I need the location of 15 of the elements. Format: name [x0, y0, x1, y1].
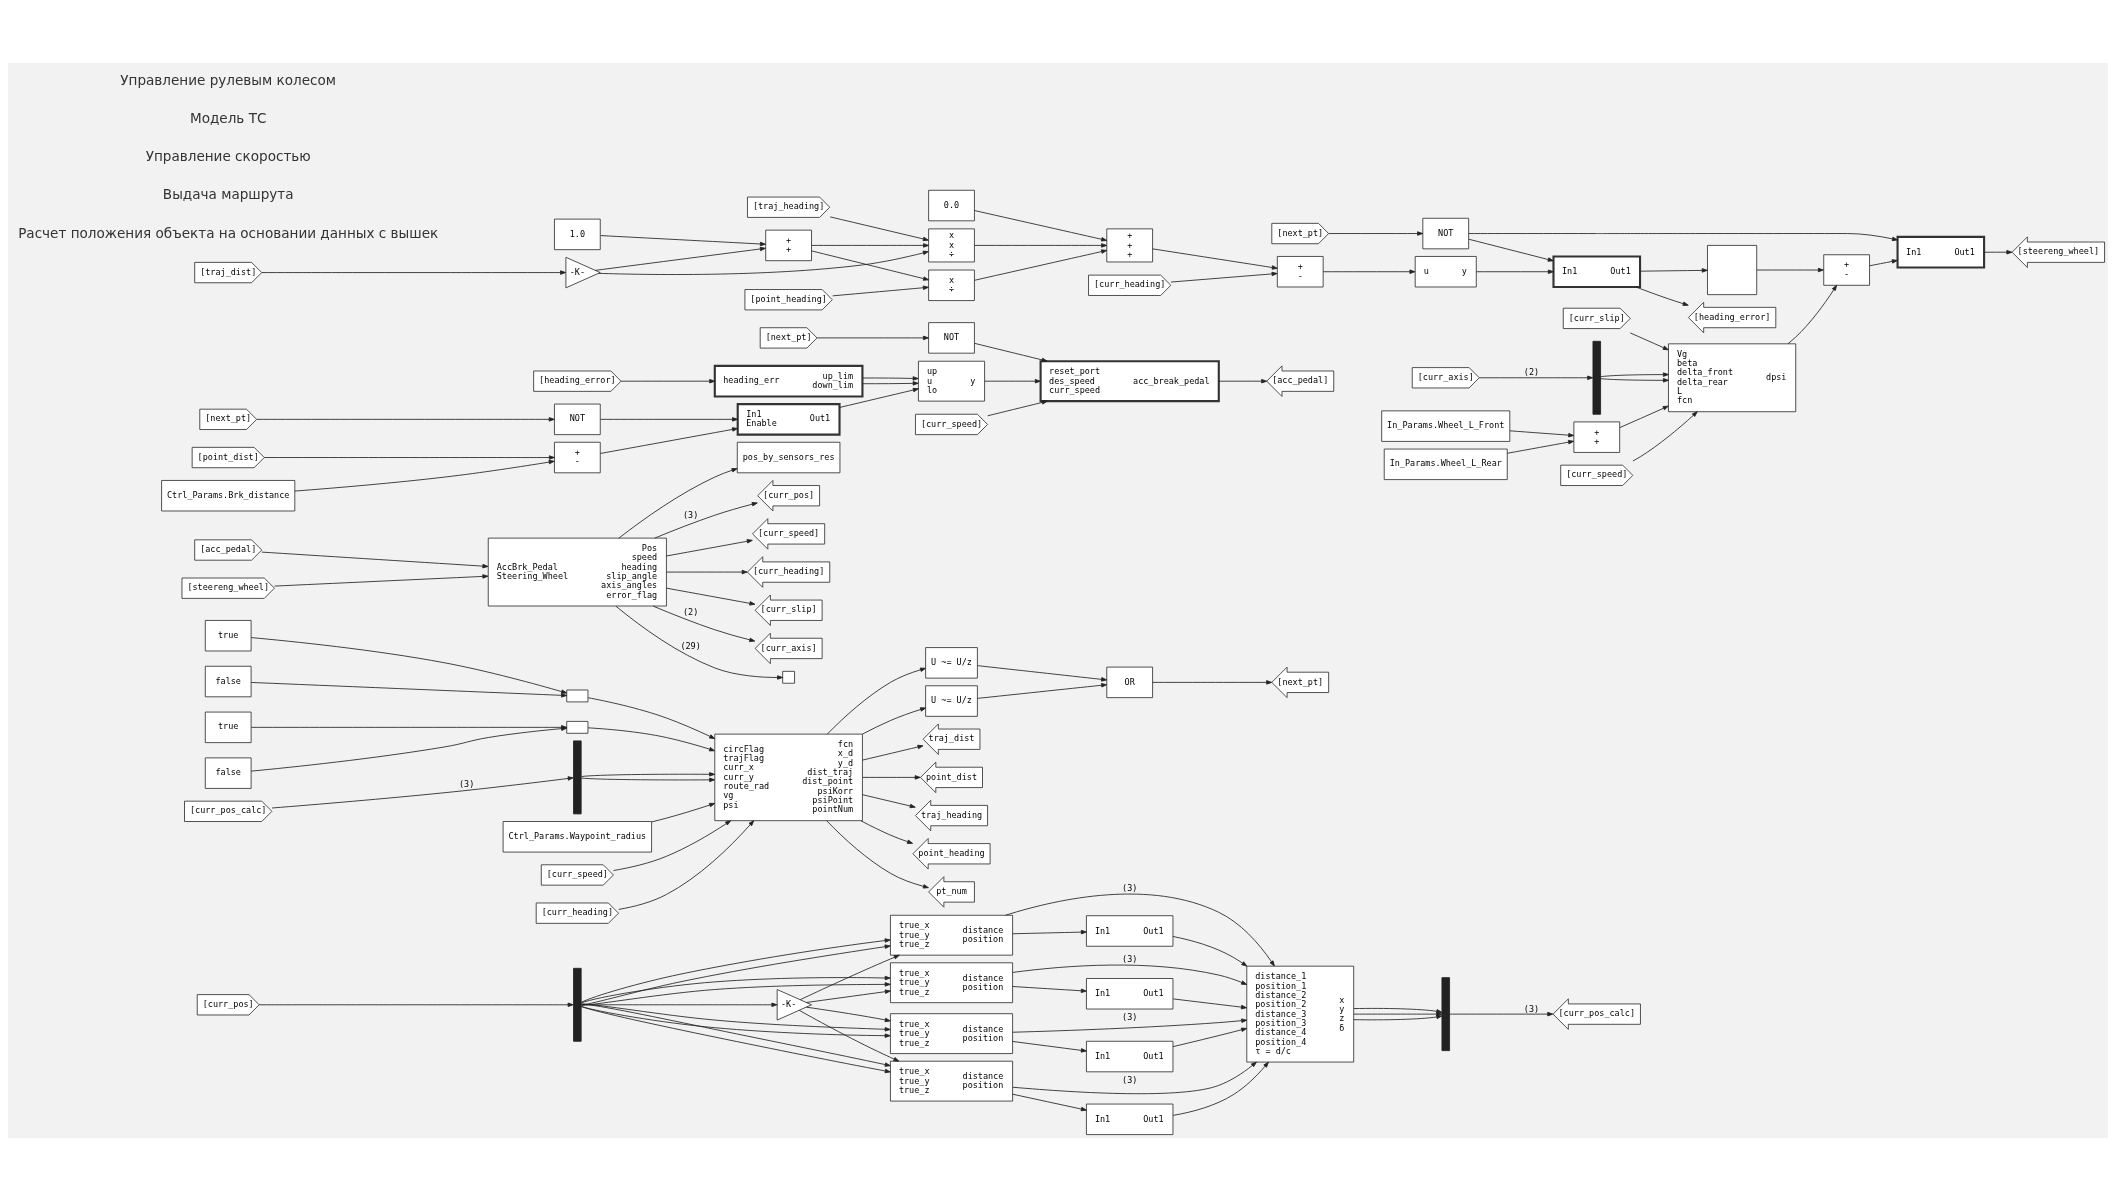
edge-label: (3) — [458, 778, 475, 789]
edge-label: (3) — [1122, 882, 1138, 893]
label: Управление скоростью — [145, 147, 311, 164]
edge-label: (3) — [1523, 1003, 1540, 1014]
edge-label: (29) — [680, 640, 701, 651]
edge-label: (3) — [1122, 1074, 1138, 1085]
edge-label: (2) — [682, 606, 699, 616]
edge-label: (3) — [1122, 953, 1138, 964]
label: Выдача маршрута — [162, 185, 294, 202]
label: Управление рулевым колесом — [120, 71, 337, 88]
label: Модель ТС — [189, 109, 267, 126]
edge-label: (2) — [1523, 366, 1540, 377]
label: Расчет положения объекта на основании данных с вышек — [18, 224, 439, 241]
edge-label: (3) — [1122, 1011, 1138, 1022]
edge-label: (3) — [682, 509, 699, 520]
